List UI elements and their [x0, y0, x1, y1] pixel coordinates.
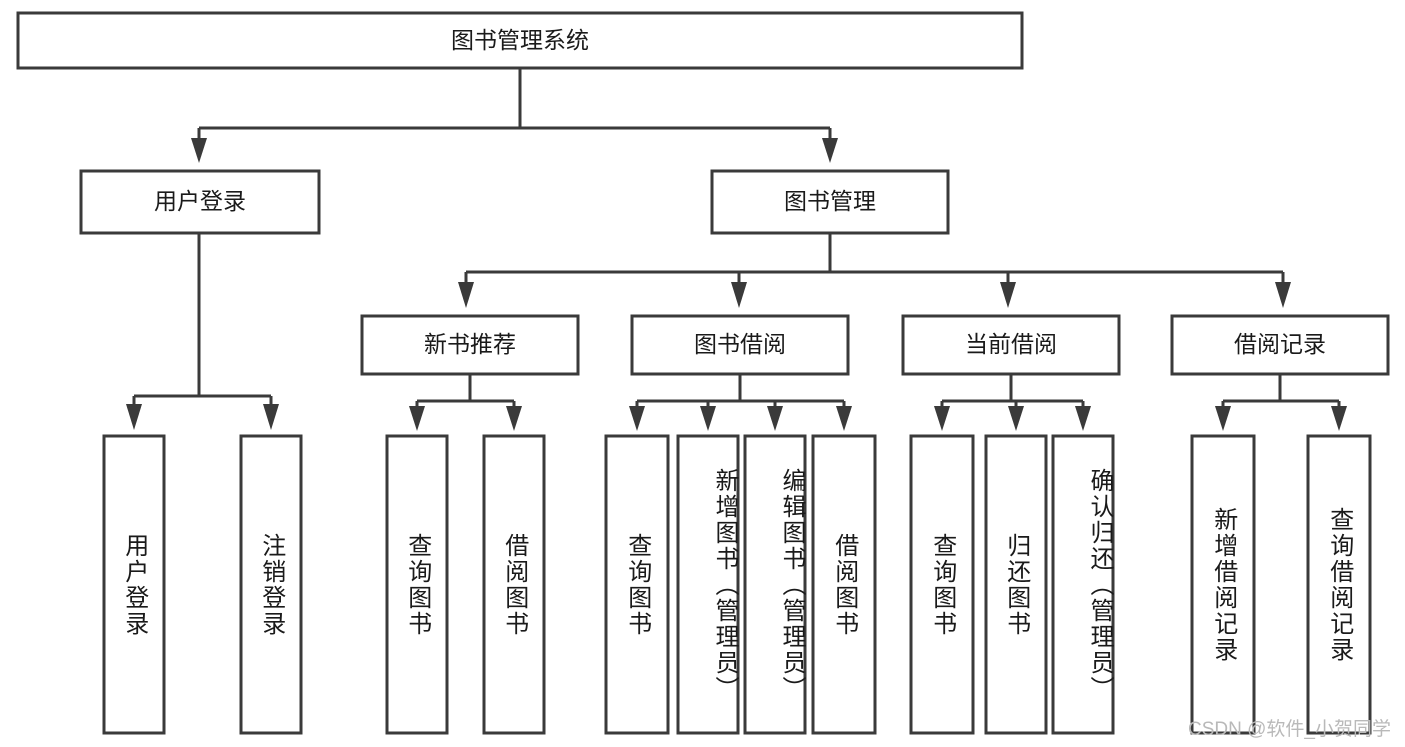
- arrow-head-user-login-leaf-2: [263, 404, 279, 430]
- node-new-book-recommend[interactable]: 新书推荐: [360, 314, 580, 376]
- leaf-box-query-book-1[interactable]: [385, 434, 449, 735]
- arrow-head-bb-leaf-4: [836, 406, 852, 431]
- node-book-management[interactable]: 图书管理: [710, 169, 950, 235]
- node-new-book-recommend-box[interactable]: [360, 314, 580, 376]
- connector-group-user-login-to-leaves: [126, 233, 279, 430]
- leaf-box-borrow-book-2[interactable]: [811, 434, 877, 735]
- leaf-box-query-record[interactable]: [1306, 434, 1372, 735]
- connector-group-book-borrow-to-leaves: [629, 374, 852, 431]
- arrow-head-cb-leaf-2: [1008, 406, 1024, 431]
- arrow-head-user-login-leaf-1: [126, 404, 142, 430]
- node-user-login-box[interactable]: [79, 169, 321, 235]
- node-book-management-label: 图书管理: [784, 188, 876, 214]
- node-root[interactable]: 图书管理系统: [16, 11, 1024, 70]
- arrow-head-br-leaf-2: [1331, 406, 1347, 431]
- node-book-borrow-box[interactable]: [630, 314, 850, 376]
- connector-group-new-book-recommend-to-leaves: [409, 374, 522, 431]
- leaf-box-borrow-book-1[interactable]: [482, 434, 546, 735]
- csdn-watermark: CSDN @软件_小贺同学: [1188, 719, 1391, 740]
- leaf-box-return-book[interactable]: [984, 434, 1048, 735]
- connector-group-borrow-record-to-leaves: [1215, 374, 1347, 431]
- leaf-box-logout[interactable]: [239, 434, 303, 735]
- arrow-head-bm-to-book-borrow: [731, 282, 747, 308]
- node-user-login[interactable]: 用户登录: [79, 169, 321, 235]
- node-book-borrow-label: 图书借阅: [694, 331, 786, 357]
- arrow-head-bm-to-new-book-recommend: [458, 282, 474, 308]
- arrow-head-nbr-leaf-2: [506, 406, 522, 431]
- connector-group-root-to-level2: [191, 68, 838, 163]
- arrow-head-bm-to-current-borrow: [1000, 282, 1016, 308]
- arrow-head-root-to-book-management: [822, 138, 838, 163]
- node-book-management-box[interactable]: [710, 169, 950, 235]
- leaf-box-user-login[interactable]: [102, 434, 166, 735]
- arrow-head-cb-leaf-1: [934, 406, 950, 431]
- leaf-box-confirm-return[interactable]: [1051, 434, 1115, 735]
- leaf-box-edit-book[interactable]: [743, 434, 807, 735]
- leaf-box-group: [102, 434, 1372, 735]
- arrow-head-bm-to-borrow-record: [1275, 282, 1291, 308]
- node-book-borrow[interactable]: 图书借阅: [630, 314, 850, 376]
- connector-group-current-borrow-to-leaves: [934, 374, 1091, 431]
- arrow-head-nbr-leaf-1: [409, 406, 425, 431]
- leaf-box-add-book[interactable]: [676, 434, 740, 735]
- node-root-label: 图书管理系统: [451, 27, 589, 53]
- arrow-head-bb-leaf-3: [767, 406, 783, 431]
- node-borrow-record[interactable]: 借阅记录: [1170, 314, 1390, 376]
- arrow-head-bb-leaf-2: [700, 406, 716, 431]
- connector-group-book-management-to-level3: [458, 233, 1291, 308]
- leaf-box-add-record[interactable]: [1190, 434, 1256, 735]
- node-current-borrow-box[interactable]: [901, 314, 1121, 376]
- leaf-box-query-book-3[interactable]: [909, 434, 975, 735]
- arrow-head-bb-leaf-1: [629, 406, 645, 431]
- arrow-head-br-leaf-1: [1215, 406, 1231, 431]
- arrow-head-root-to-user-login: [191, 138, 207, 163]
- arrow-head-cb-leaf-3: [1075, 406, 1091, 431]
- node-current-borrow-label: 当前借阅: [965, 331, 1057, 357]
- node-current-borrow[interactable]: 当前借阅: [901, 314, 1121, 376]
- node-borrow-record-label: 借阅记录: [1234, 331, 1326, 357]
- leaf-box-query-book-2[interactable]: [604, 434, 670, 735]
- node-root-box[interactable]: [16, 11, 1024, 70]
- node-new-book-recommend-label: 新书推荐: [424, 331, 516, 357]
- node-borrow-record-box[interactable]: [1170, 314, 1390, 376]
- node-user-login-label: 用户登录: [154, 188, 246, 214]
